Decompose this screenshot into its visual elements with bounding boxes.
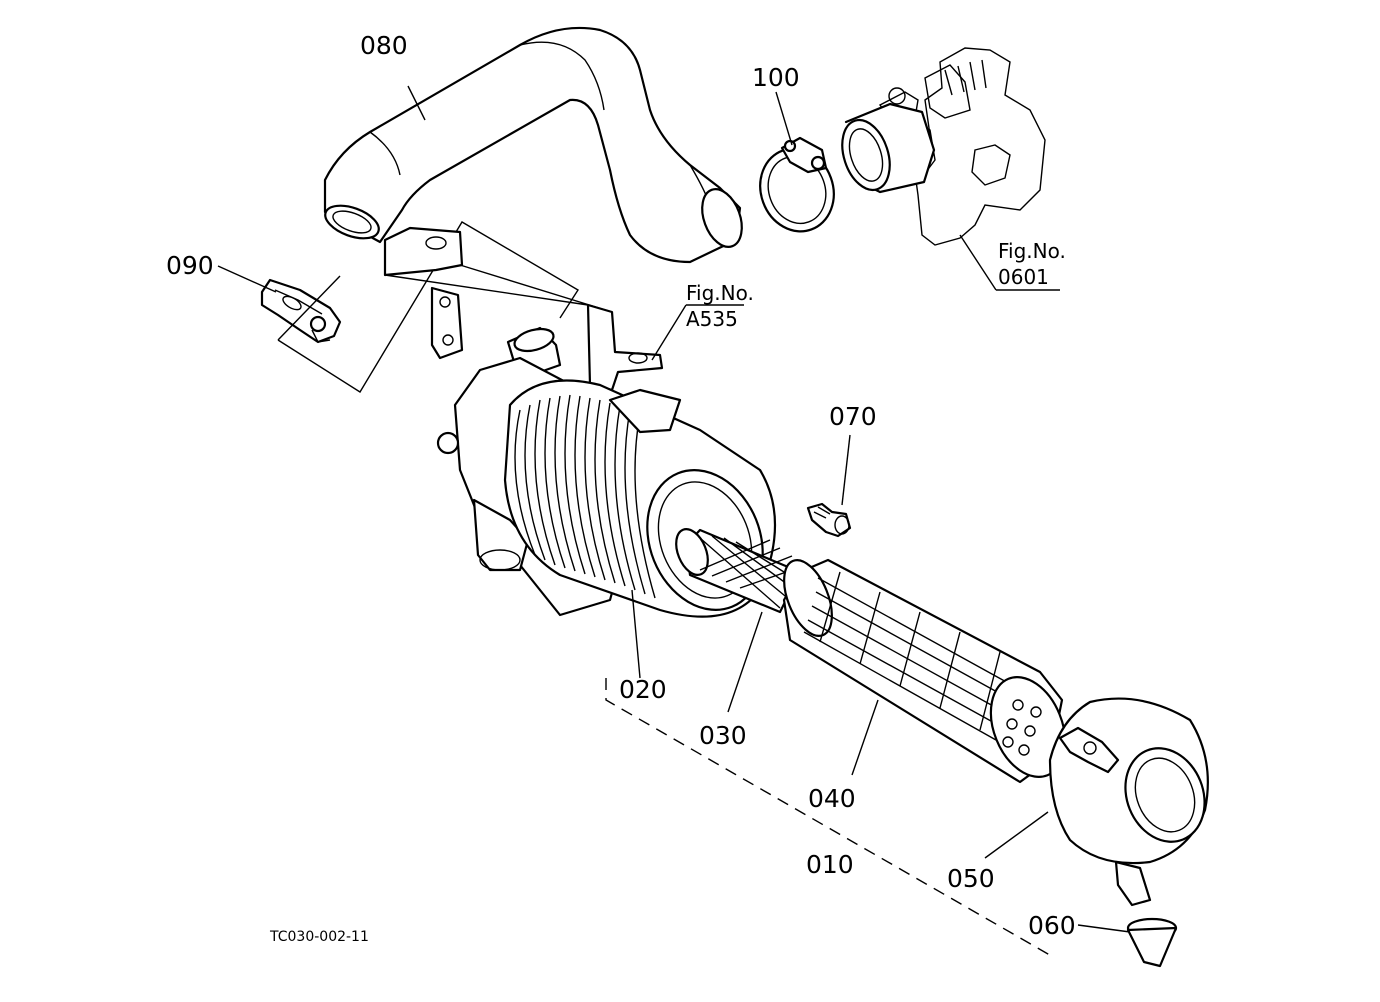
hose-clamp [759,136,835,233]
callout-030: 030 [699,721,747,750]
callout-100: 100 [752,63,800,92]
callout-060: 060 [1028,911,1076,940]
inner-filter-element [675,528,802,614]
intake-elbow-hose [323,26,743,264]
callout-090: 090 [166,251,214,280]
callout-040: 040 [808,784,856,813]
leader-lines [217,85,1131,933]
mounting-bolt [806,502,852,538]
fig-ref-a535-label: Fig.No. [686,281,754,305]
fig-ref-0601-label: Fig.No. [998,239,1066,263]
hose-bracket [260,278,342,344]
callout-010: 010 [806,850,854,879]
assembly-bracket-010 [605,678,1056,959]
fig-ref-a535-number: A535 [686,307,738,331]
fig-ref-0601-number: 0601 [998,265,1049,289]
engine-intake-pipe [841,102,936,194]
evacuator-valve [1126,917,1178,968]
air-cleaner-cover [1048,697,1209,907]
callout-020: 020 [619,675,667,704]
drawing-code: TC030-002-11 [269,929,369,945]
support-frame [383,226,664,392]
callout-070: 070 [829,402,877,431]
callout-080: 080 [360,31,408,60]
callout-050: 050 [947,864,995,893]
outer-filter-element [782,558,1067,784]
